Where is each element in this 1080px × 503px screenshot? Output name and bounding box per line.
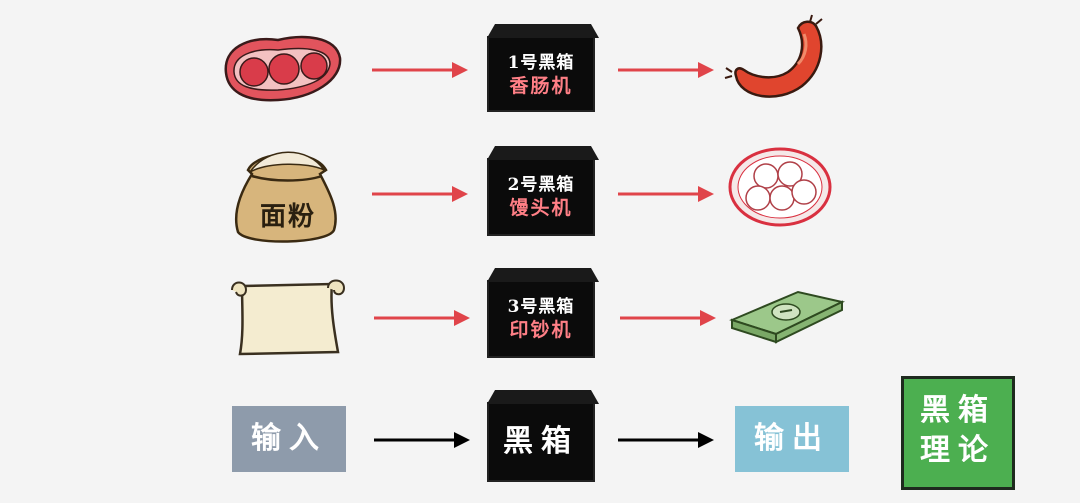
box-title: 3号黑箱 — [507, 297, 575, 317]
black-box-2: 2号黑箱 馒头机 — [487, 146, 599, 236]
theory-box: 黑箱 理论 — [901, 376, 1015, 490]
red-arrow — [370, 60, 470, 80]
theory-line1: 黑箱 — [920, 393, 996, 428]
red-arrow — [616, 60, 716, 80]
theory-line2: 理论 — [920, 433, 996, 468]
red-arrow — [616, 184, 716, 204]
box-title: 1号黑箱 — [507, 53, 575, 73]
box-lid — [487, 390, 599, 404]
flour-sack-label: 面粉 — [259, 202, 316, 232]
red-arrow — [618, 308, 718, 328]
box-name: 香肠机 — [509, 75, 573, 97]
input-box: 输入 — [232, 406, 346, 472]
black-box-1: 1号黑箱 香肠机 — [487, 24, 599, 112]
output-box: 输出 — [735, 406, 849, 472]
meat-icon — [218, 28, 348, 108]
black-box-main: 黑箱 — [487, 390, 599, 482]
red-arrow — [372, 308, 472, 328]
box-lid — [487, 24, 599, 38]
box-lid — [487, 268, 599, 282]
steamed-buns-icon — [728, 146, 832, 228]
box-title: 2号黑箱 — [507, 175, 575, 195]
box-name: 印钞机 — [509, 319, 573, 341]
black-arrow — [616, 430, 716, 450]
box-lid — [487, 146, 599, 160]
sausage-icon — [722, 14, 834, 110]
red-arrow — [370, 184, 470, 204]
box-label: 黑箱 — [503, 424, 579, 459]
paper-scroll-icon — [228, 278, 348, 358]
flour-sack-icon: 面粉 — [228, 140, 344, 246]
box-name: 馒头机 — [509, 197, 573, 219]
black-arrow — [372, 430, 472, 450]
banknote-stack-icon — [728, 280, 846, 346]
black-box-3: 3号黑箱 印钞机 — [487, 268, 599, 358]
